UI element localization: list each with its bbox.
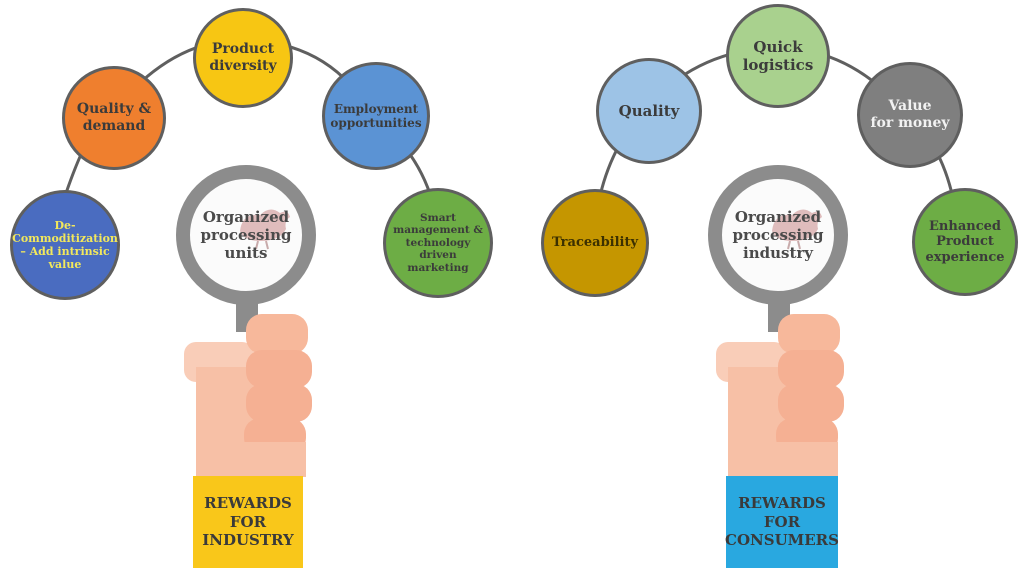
node-quality-demand-label: Quality & demand: [76, 101, 152, 134]
node-quick-logistics: Quick logistics: [726, 4, 830, 108]
node-quality: Quality: [596, 58, 702, 164]
rewards-industry-box: REWARDS FOR INDUSTRY: [193, 476, 303, 568]
node-enhanced-experience: Enhanced Product experience: [912, 188, 1018, 296]
node-quality-demand: Quality & demand: [62, 66, 166, 170]
chicken-icon: [240, 209, 290, 250]
node-decommoditization-label: De- Commoditization – Add intrinsic valu…: [12, 218, 118, 272]
rewards-industry-label: REWARDS FOR INDUSTRY: [202, 493, 294, 550]
node-enhanced-experience-label: Enhanced Product experience: [925, 218, 1005, 265]
node-traceability-label: Traceability: [551, 235, 639, 251]
node-quick-logistics-label: Quick logistics: [742, 38, 814, 74]
node-employment-label: Employment opportunities: [330, 101, 422, 130]
node-smart-management: Smart management & technology driven mar…: [383, 188, 493, 298]
node-traceability: Traceability: [541, 189, 649, 297]
node-value-for-money: Value for money: [857, 62, 963, 168]
rewards-consumers-box: REWARDS FOR CONSUMERS: [725, 476, 839, 568]
node-employment: Employment opportunities: [322, 62, 430, 170]
left-magnifier-lens: Organized processing units: [176, 165, 316, 305]
node-decommoditization: De- Commoditization – Add intrinsic valu…: [10, 190, 120, 300]
left-hand-illustration: [184, 314, 312, 477]
right-lens-label: Organized processing industry: [732, 208, 824, 262]
node-value-for-money-label: Value for money: [870, 98, 950, 131]
left-lens-label: Organized processing units: [200, 208, 292, 262]
node-quality-label: Quality: [618, 102, 680, 120]
right-hand-illustration: [716, 314, 844, 477]
chicken-icon: [772, 209, 822, 250]
node-product-diversity-label: Product diversity: [209, 41, 277, 74]
rewards-consumers-label: REWARDS FOR CONSUMERS: [725, 493, 839, 550]
node-smart-management-label: Smart management & technology driven mar…: [393, 211, 483, 274]
node-product-diversity: Product diversity: [193, 8, 293, 108]
right-magnifier-lens: Organized processing industry: [708, 165, 848, 305]
